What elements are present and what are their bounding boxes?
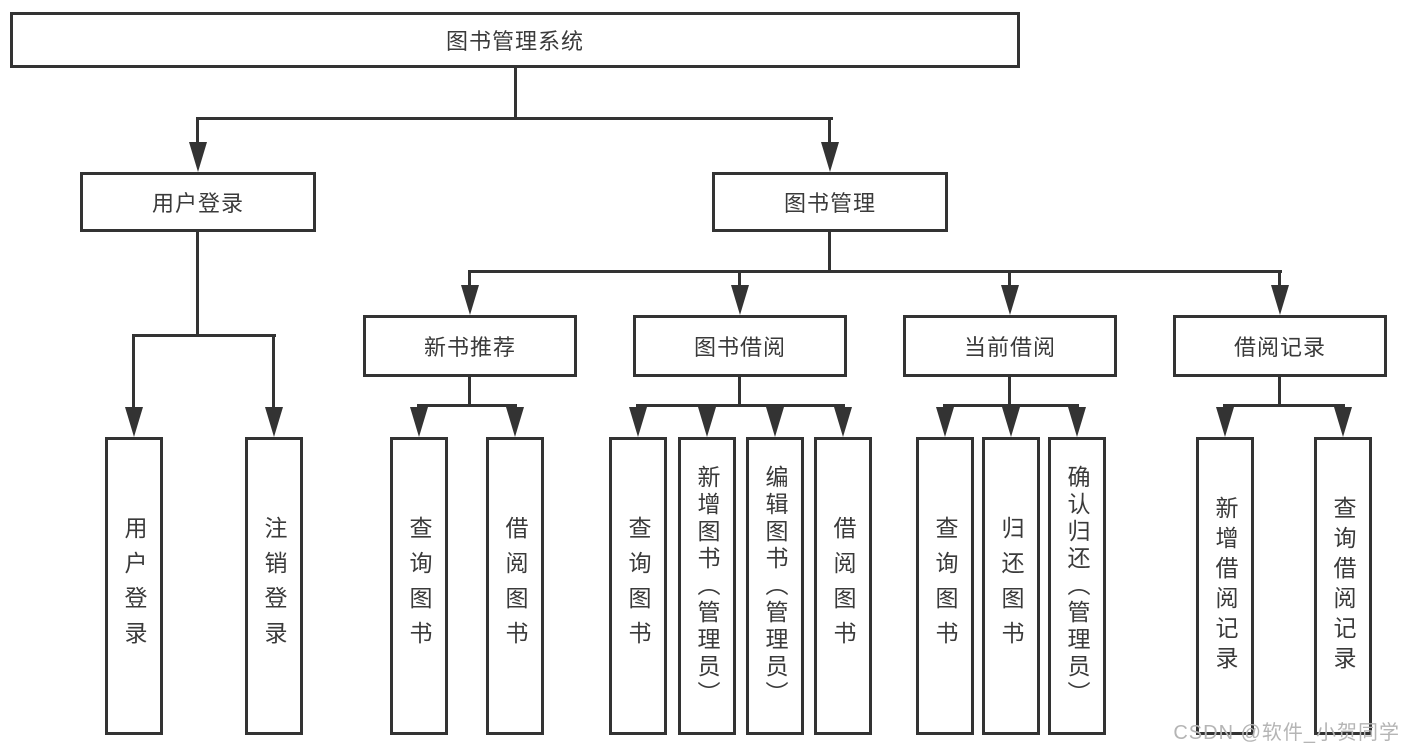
arrow-down-icon — [766, 407, 784, 437]
leaf-confirm-return-admin: 确认归还（管理员） — [1048, 437, 1106, 735]
arrow-down-icon — [629, 407, 647, 437]
connector-groupB-branch — [636, 404, 845, 407]
connector-groupA-branch — [417, 404, 517, 407]
connector-book-mgmt-branch — [468, 270, 1282, 273]
leaf-logout: 注销登录 — [245, 437, 303, 735]
connector-groupA-stem — [468, 375, 471, 406]
leaf-user-login: 用户登录 — [105, 437, 163, 735]
connector-root-stem — [514, 68, 517, 119]
connector-drop-book-borrow — [738, 270, 741, 288]
csdn-watermark: CSDN @软件_小贺同学 — [1173, 722, 1400, 744]
arrow-down-icon — [834, 407, 852, 437]
connector-drop-new-book — [468, 270, 471, 288]
arrow-down-icon — [821, 142, 839, 172]
connector-groupC-stem — [1008, 375, 1011, 406]
node-user-login: 用户登录 — [80, 172, 316, 232]
connector-root-branch — [196, 117, 833, 120]
connector-groupD-stem — [1278, 375, 1281, 406]
connector-groupB-stem — [738, 375, 741, 406]
connector-drop-borrow-record — [1278, 270, 1281, 288]
connector-drop-current-borrow — [1008, 270, 1011, 288]
leaf-add-books-admin: 新增图书（管理员） — [678, 437, 736, 735]
arrow-down-icon — [1216, 407, 1234, 437]
node-book-borrowing: 图书借阅 — [633, 315, 847, 377]
leaf-borrow-books-recommend: 借阅图书 — [486, 437, 544, 735]
node-book-management: 图书管理 — [712, 172, 948, 232]
leaf-edit-books-admin: 编辑图书（管理员） — [746, 437, 804, 735]
arrow-down-icon — [189, 142, 207, 172]
leaf-return-books: 归还图书 — [982, 437, 1040, 735]
arrow-down-icon — [265, 407, 283, 437]
leaf-query-books-current: 查询图书 — [916, 437, 974, 735]
node-borrowing-records: 借阅记录 — [1173, 315, 1387, 377]
arrow-down-icon — [125, 407, 143, 437]
connector-groupD-branch — [1223, 404, 1345, 407]
node-new-book-recommend: 新书推荐 — [363, 315, 577, 377]
connector-drop-login-leaf — [132, 334, 135, 410]
leaf-query-borrow-record: 查询借阅记录 — [1314, 437, 1372, 735]
arrow-down-icon — [1068, 407, 1086, 437]
arrow-down-icon — [1001, 285, 1019, 315]
node-root: 图书管理系统 — [10, 12, 1020, 68]
arrow-down-icon — [731, 285, 749, 315]
connector-drop-user-login — [196, 117, 199, 144]
connector-drop-logout-leaf — [272, 334, 275, 410]
arrow-down-icon — [1271, 285, 1289, 315]
leaf-add-borrow-record: 新增借阅记录 — [1196, 437, 1254, 735]
connector-user-login-stem — [196, 230, 199, 336]
arrow-down-icon — [506, 407, 524, 437]
connector-user-login-branch — [132, 334, 276, 337]
arrow-down-icon — [936, 407, 954, 437]
leaf-query-books-borrowing: 查询图书 — [609, 437, 667, 735]
connector-book-mgmt-stem — [828, 230, 831, 272]
arrow-down-icon — [410, 407, 428, 437]
arrow-down-icon — [1334, 407, 1352, 437]
arrow-down-icon — [461, 285, 479, 315]
leaf-query-books-recommend: 查询图书 — [390, 437, 448, 735]
leaf-borrow-books-borrowing: 借阅图书 — [814, 437, 872, 735]
connector-drop-book-mgmt — [828, 117, 831, 144]
arrow-down-icon — [698, 407, 716, 437]
node-current-borrowing: 当前借阅 — [903, 315, 1117, 377]
arrow-down-icon — [1002, 407, 1020, 437]
connector-groupC-branch — [943, 404, 1079, 407]
